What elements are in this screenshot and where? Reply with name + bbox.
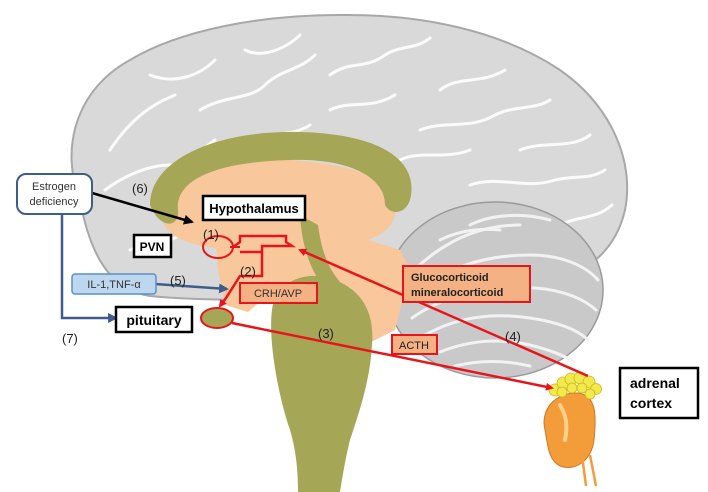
pvn-node: PVN: [132, 233, 173, 259]
pituitary-gland: [200, 307, 234, 329]
adrenal-label-line2: cortex: [630, 395, 672, 411]
pituitary-node: pituitary: [114, 305, 194, 334]
corpus-callosum: [150, 131, 412, 224]
glucocorticoid-label-line1: Glucocorticoid: [411, 272, 489, 284]
crh-avp-label: CRH/AVP: [254, 288, 302, 300]
arrow-estrogen-to-pituitary: [60, 210, 118, 323]
hypothalamus-loop: [220, 234, 297, 306]
il1-tnf-node: IL-1,TNF-α: [71, 273, 157, 295]
adrenal-label-line1: adrenal: [630, 375, 680, 391]
il1-tnf-label: IL-1,TNF-α: [87, 279, 141, 291]
arrow-adrenal-feedback: [298, 248, 589, 378]
crh-avp-node: CRH/AVP: [239, 282, 318, 304]
step-2-label: (2): [240, 264, 256, 279]
glucocorticoid-node: Glucocorticoid mineralocorticoid: [402, 265, 531, 303]
arrow-il1-to-pituitary: [154, 282, 229, 294]
acth-node: ACTH: [391, 334, 438, 355]
brainstem: [271, 215, 373, 492]
acth-label: ACTH: [399, 340, 429, 352]
step-4-label: (4): [505, 329, 521, 344]
pvn-label: PVN: [140, 240, 165, 254]
estrogen-node: Estrogen deficiency: [16, 173, 93, 215]
step-1-label: (1): [203, 227, 219, 242]
pituitary-label: pituitary: [126, 312, 181, 328]
step-3-label: (3): [318, 326, 334, 341]
adrenal-cortex-node: adrenal cortex: [618, 366, 700, 420]
arrow-estrogen-to-hypothalamus: [91, 191, 194, 225]
step-7-label: (7): [62, 331, 78, 346]
glucocorticoid-label-line2: mineralocorticoid: [411, 287, 503, 299]
estrogen-label-line2: deficiency: [30, 196, 79, 208]
estrogen-label-line1: Estrogen: [32, 181, 76, 193]
step-6-label: (6): [132, 181, 148, 196]
arrow-acth-to-adrenal: [231, 321, 554, 391]
hypothalamus-node: Hypothalamus: [201, 194, 307, 222]
hypothalamus-label: Hypothalamus: [209, 201, 299, 216]
step-5-label: (5): [170, 273, 186, 288]
adrenal-gland: [543, 371, 602, 487]
